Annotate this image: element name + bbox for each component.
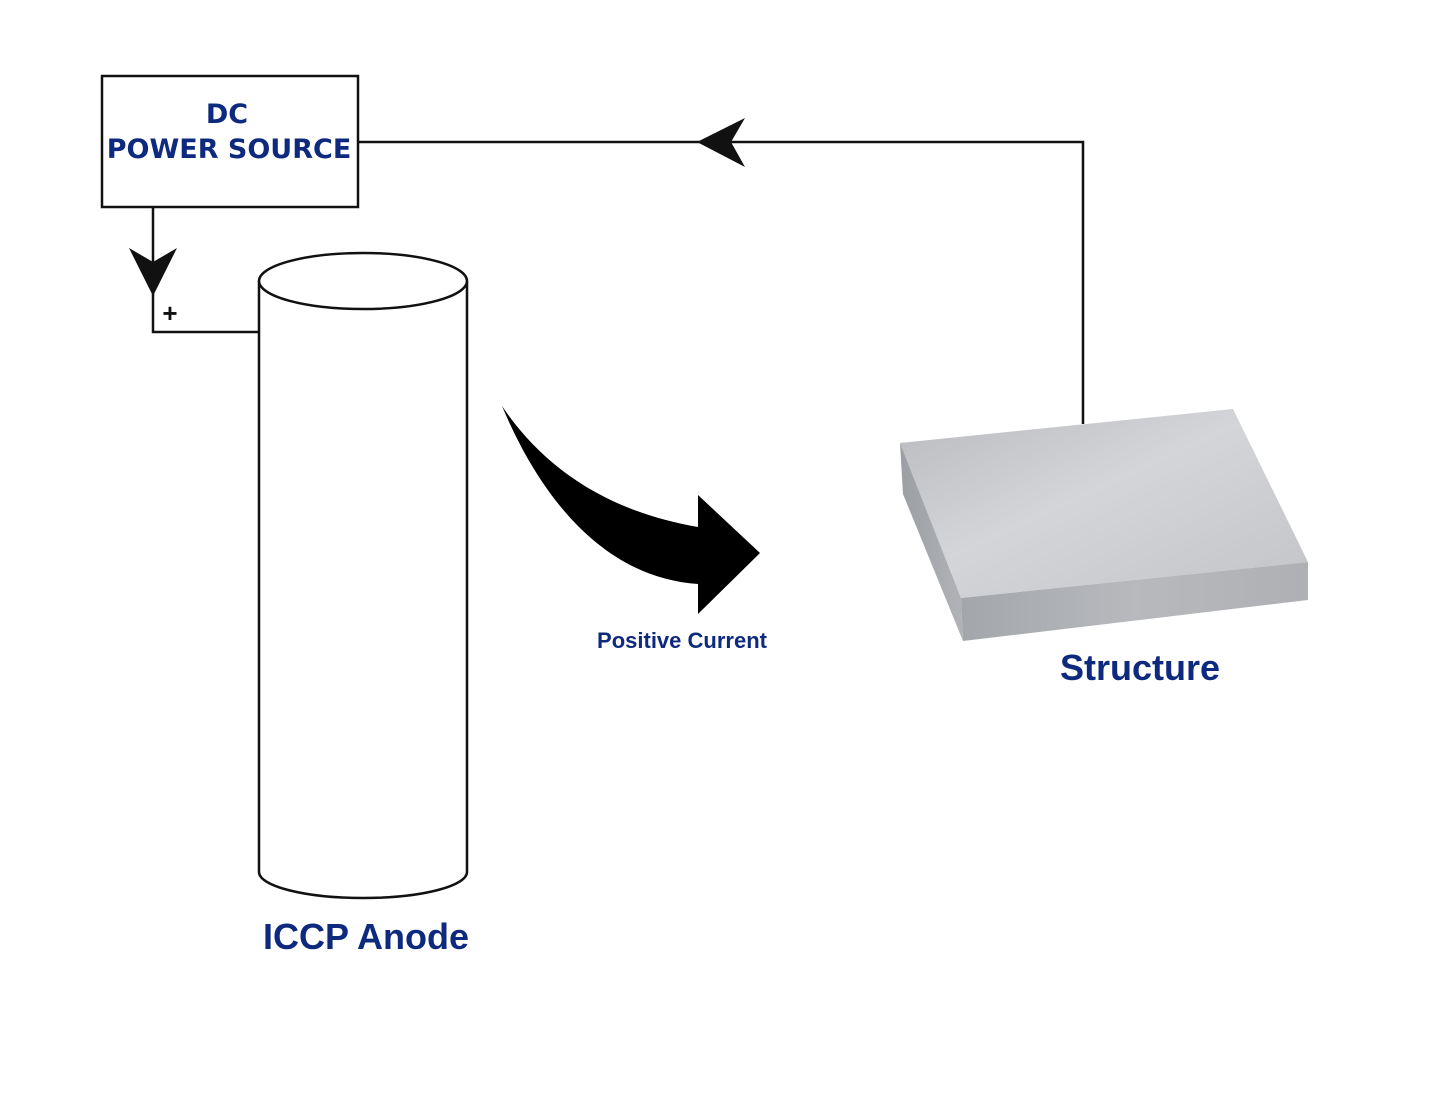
anode-cylinder-body [257, 281, 469, 900]
anode-label: ICCP Anode [263, 916, 469, 957]
down-arrowhead-icon [129, 248, 177, 296]
anode-wire-line [151, 207, 260, 334]
structure-label: Structure [1060, 647, 1220, 688]
power-source-box [100, 74, 360, 209]
return-wire-line [358, 140, 1085, 424]
iccp-anode: ICCP Anode [257, 251, 469, 957]
structure: Structure [900, 409, 1308, 688]
positive-terminal-symbol: + [162, 298, 177, 328]
positive-current: Positive Current [502, 406, 768, 653]
power-source-label-line1: DC [206, 99, 248, 130]
anode-wire: + [129, 207, 260, 334]
structure-plate-front [961, 562, 1308, 641]
dc-power-source: DC POWER SOURCE [100, 74, 360, 209]
left-arrowhead-icon [697, 118, 745, 167]
return-wire [358, 118, 1085, 424]
structure-plate-side [900, 443, 963, 641]
curved-arrow-icon [502, 406, 760, 614]
power-source-label-line2: POWER SOURCE [107, 134, 352, 165]
current-label: Positive Current [597, 628, 768, 653]
structure-plate-top [900, 409, 1308, 598]
anode-cylinder-top [257, 251, 469, 311]
